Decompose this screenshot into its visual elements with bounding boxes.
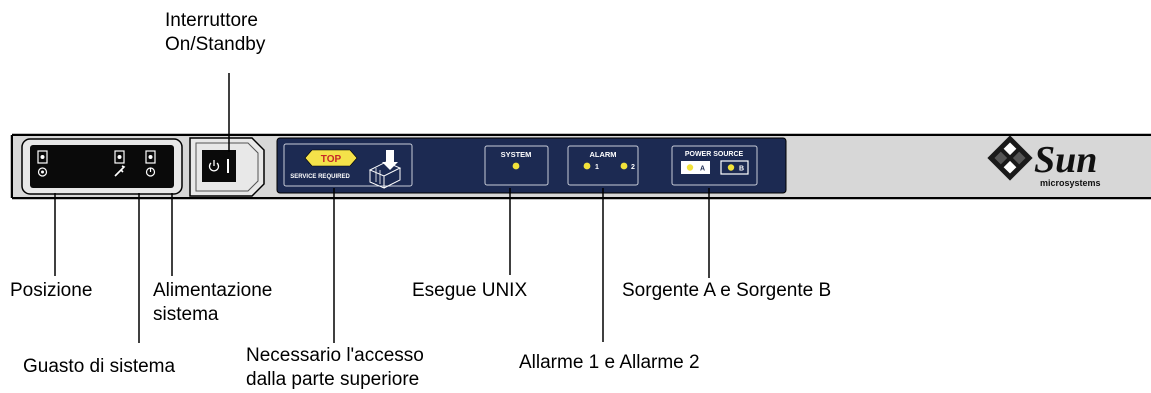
standby-icon	[208, 160, 220, 172]
leader-lines	[54, 73, 710, 343]
alarm-2-label: 2	[631, 164, 635, 171]
callout-system-fault: Guasto di sistema	[23, 356, 176, 377]
alarm-group: ALARM 1 2	[567, 145, 639, 186]
callout-runs-unix: Esegue UNIX	[412, 280, 528, 301]
service-chassis-icon	[368, 150, 402, 189]
top-badge-label: TOP	[321, 154, 342, 165]
callout-top-access-line1: Necessario l'accesso	[246, 345, 424, 366]
source-a-box	[681, 161, 710, 174]
callout-sources: Sorgente A e Sorgente B	[622, 280, 832, 301]
alarm-1-label: 1	[595, 164, 599, 171]
status-indicator-module	[21, 138, 183, 195]
callout-top-access-line2: dalla parte superiore	[246, 369, 420, 390]
callout-power-system: Alimentazione sistema	[153, 279, 272, 327]
callout-on-standby-line2: On/Standby	[165, 34, 266, 55]
power-source-label: POWER SOURCE	[685, 151, 744, 158]
service-required-group: TOP SERVICE REQUIRED	[283, 143, 413, 189]
service-required-label: SERVICE REQUIRED	[290, 174, 350, 180]
source-b-led	[727, 164, 735, 171]
source-a-label: A	[700, 166, 705, 173]
status-panel: TOP SERVICE REQUIRED SYSTEM	[276, 137, 787, 194]
alarm-label: ALARM	[589, 150, 616, 159]
source-b-box	[720, 160, 749, 175]
locator-led-icon	[37, 150, 48, 177]
callout-position: Posizione	[10, 280, 93, 301]
callout-power-system-line1: Alimentazione	[153, 280, 273, 301]
source-b-label: B	[739, 166, 744, 173]
source-a-led	[686, 164, 694, 171]
sun-brand-text: Sun	[1034, 139, 1097, 181]
callout-alarms: Allarme 1 e Allarme 2	[519, 352, 700, 373]
system-led	[512, 162, 520, 170]
power-source-group: POWER SOURCE A B	[671, 145, 758, 186]
callout-top-access: Necessario l'accesso dalla parte superio…	[246, 344, 424, 392]
system-label: SYSTEM	[501, 150, 532, 159]
callout-on-standby: Interruttore On/Standby	[165, 9, 265, 57]
alarm-1-led	[583, 162, 591, 170]
system-group: SYSTEM	[484, 145, 549, 186]
sun-tagline-text: microsystems	[1040, 178, 1101, 188]
on-standby-switch	[189, 137, 265, 197]
alarm-2-led	[620, 162, 628, 170]
callout-power-system-line2: sistema	[153, 304, 219, 325]
fault-led-icon	[114, 150, 126, 177]
callout-on-standby-line1: Interruttore	[165, 10, 258, 31]
power-led-icon	[145, 150, 156, 177]
